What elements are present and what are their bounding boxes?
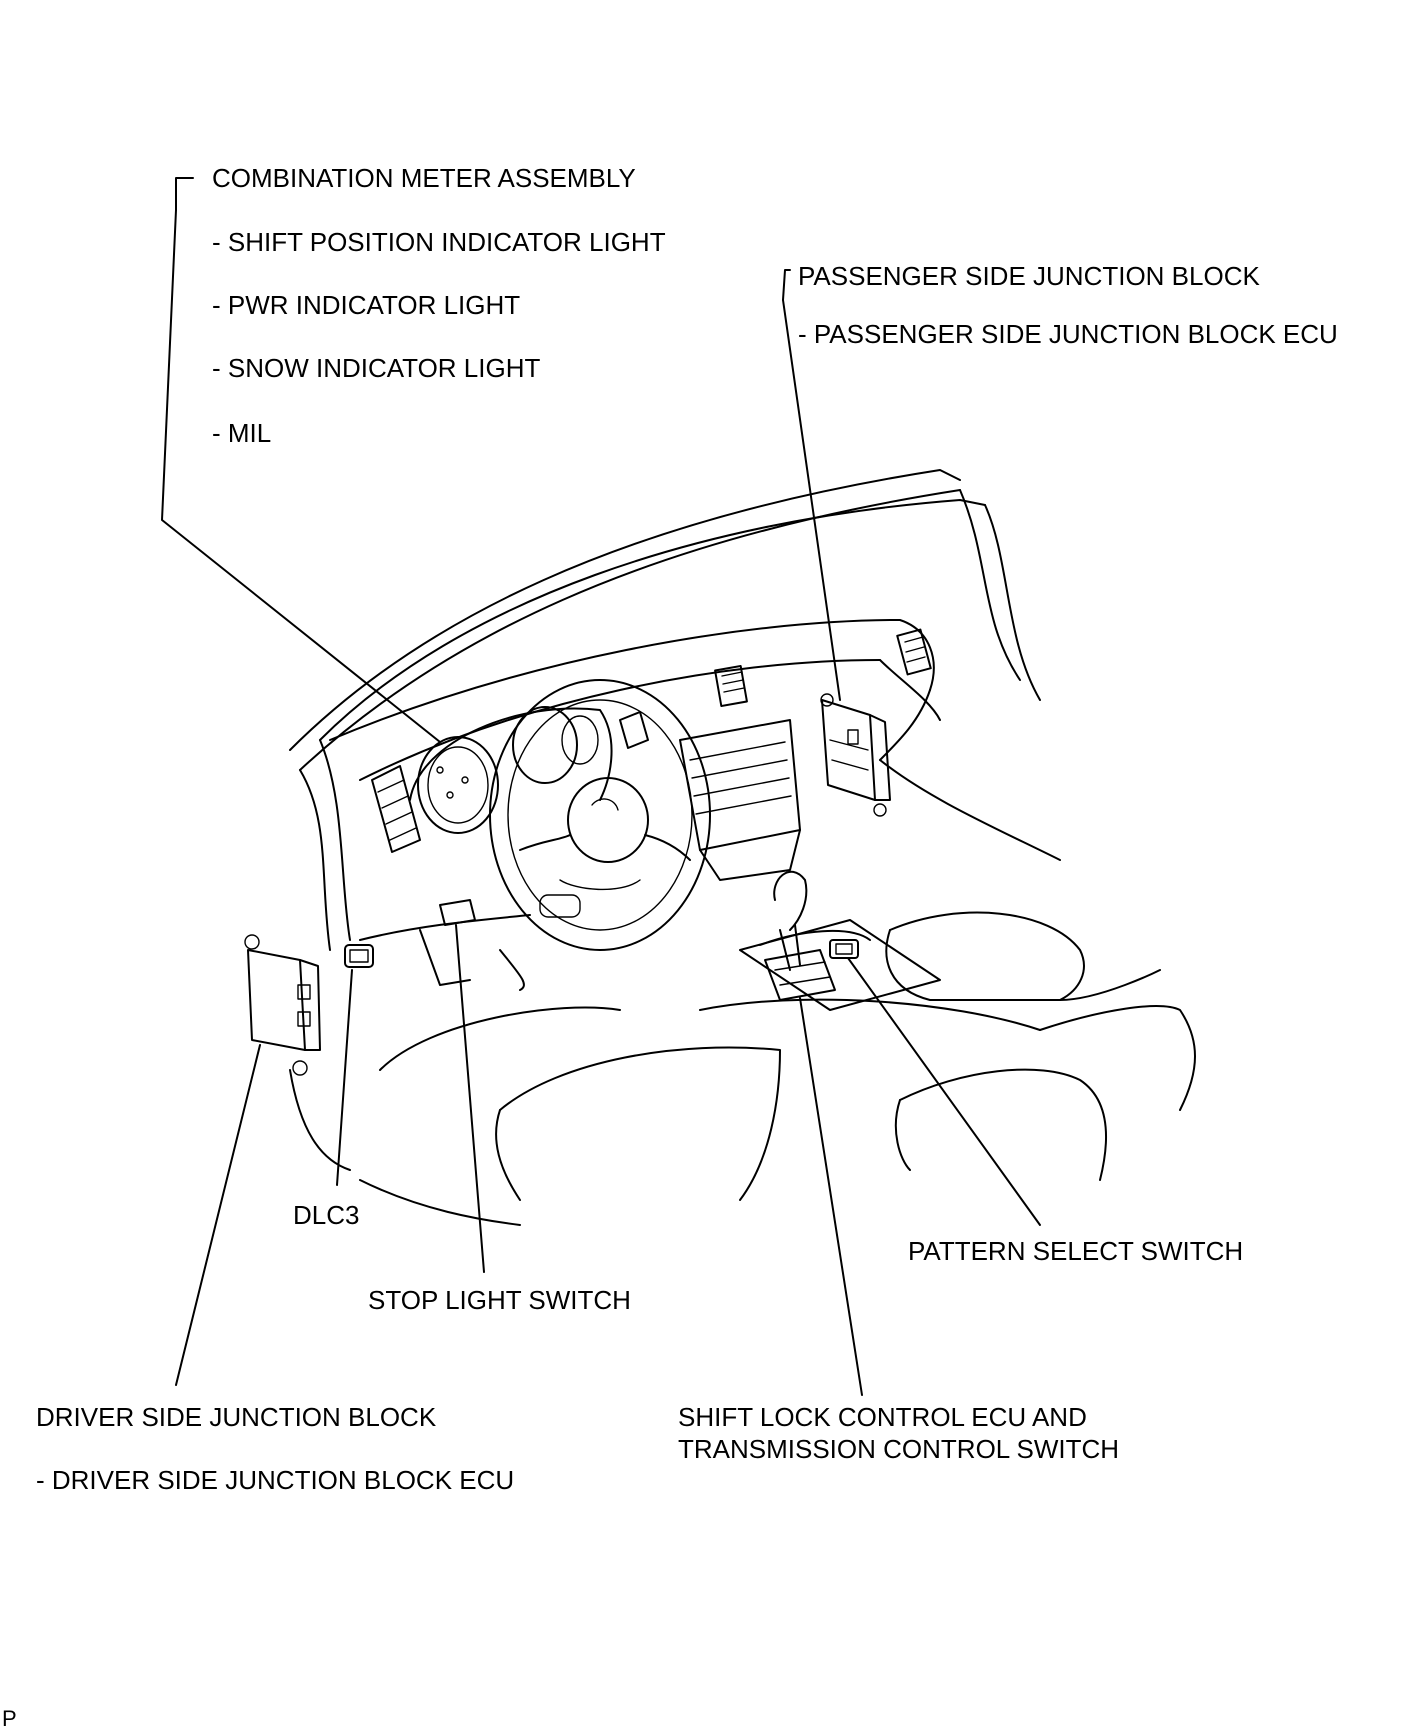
combination-meter-item-4: - MIL	[212, 418, 272, 448]
stop-light-switch-label: STOP LIGHT SWITCH	[368, 1285, 631, 1315]
center-console-stack	[679, 719, 801, 881]
steering-wheel	[489, 679, 711, 951]
dlc3-label: DLC3	[293, 1200, 360, 1230]
combination-meter-title: COMBINATION METER ASSEMBLY	[212, 163, 636, 193]
shift-lock-label-line-2: TRANSMISSION CONTROL SWITCH	[678, 1434, 1120, 1464]
driver-jb-title: DRIVER SIDE JUNCTION BLOCK	[36, 1402, 437, 1432]
center-console	[739, 919, 941, 1011]
passenger-jb-item-1: - PASSENGER SIDE JUNCTION BLOCK ECU	[798, 319, 1338, 349]
passenger-seat	[699, 998, 1196, 1181]
dashboard-top	[329, 619, 1061, 861]
a-pillar	[299, 739, 351, 951]
pattern-select-switch-part	[829, 939, 859, 959]
combination-meter-item-3: - SNOW INDICATOR LIGHT	[212, 353, 541, 383]
center-vent	[714, 665, 748, 707]
left-mid-vent	[619, 711, 649, 749]
combination-meter-item-2: - PWR INDICATOR LIGHT	[212, 290, 521, 320]
driver-seat	[289, 1006, 781, 1226]
combination-meter-item-1: - SHIFT POSITION INDICATOR LIGHT	[212, 227, 666, 257]
dlc3-part	[344, 944, 374, 968]
windshield-outline	[289, 469, 1041, 771]
armrest	[885, 911, 1161, 1001]
driver-junction-block-part	[244, 934, 321, 1076]
instrument-cluster	[409, 706, 613, 834]
leader-lines	[161, 177, 1041, 1396]
passenger-jb-title: PASSENGER SIDE JUNCTION BLOCK	[798, 261, 1260, 291]
figure-code: P	[2, 1706, 17, 1731]
driver-jb-item-1: - DRIVER SIDE JUNCTION BLOCK ECU	[36, 1465, 515, 1495]
shift-lever	[773, 870, 808, 971]
lower-dash	[359, 914, 531, 991]
shift-lock-label-line-1: SHIFT LOCK CONTROL ECU AND	[678, 1402, 1087, 1432]
pattern-select-switch-label: PATTERN SELECT SWITCH	[908, 1236, 1244, 1266]
left-vent	[371, 765, 421, 853]
shift-lock-ecu-part	[764, 949, 836, 1001]
right-vent	[896, 628, 932, 676]
passenger-junction-block-part	[820, 693, 891, 817]
